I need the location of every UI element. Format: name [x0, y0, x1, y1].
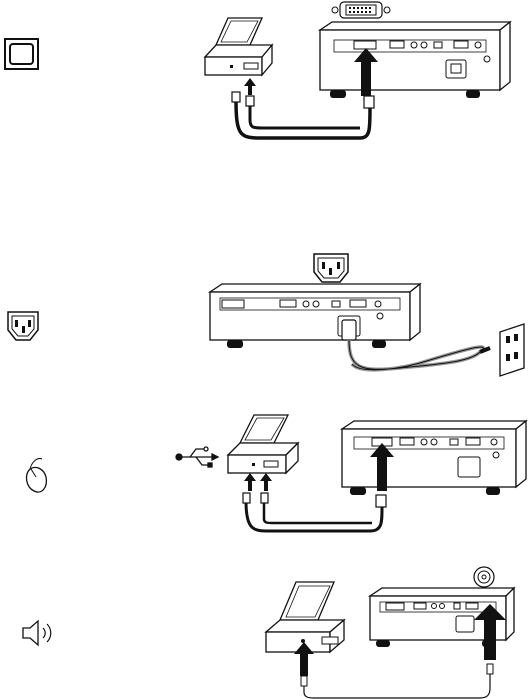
laptop-illustration — [228, 415, 298, 473]
usb-cable — [243, 493, 386, 531]
usb-connection-illustration — [0, 415, 530, 545]
audio-connection-illustration — [0, 560, 530, 699]
video-connection-illustration — [0, 0, 530, 170]
projector-illustration — [320, 22, 510, 98]
up-arrow-icon — [244, 78, 256, 95]
dvi-connector-icon — [332, 2, 390, 18]
audio-jack-icon — [474, 567, 494, 587]
usb-wiring-diagram — [0, 415, 530, 545]
projector-illustration — [342, 421, 526, 495]
video-wiring-diagram — [0, 0, 530, 170]
projector-illustration — [210, 284, 420, 348]
audio-cable — [301, 664, 493, 698]
laptop-illustration — [266, 582, 344, 652]
power-connection-illustration — [0, 250, 530, 400]
usb-symbol-icon — [176, 447, 218, 467]
dvi-cable — [232, 92, 374, 138]
audio-wiring-diagram — [0, 560, 530, 699]
up-arrow-icon — [244, 473, 256, 491]
wall-outlet — [500, 324, 524, 376]
laptop-illustration — [205, 18, 272, 75]
power-inlet-icon — [314, 254, 348, 282]
up-arrow-icon — [260, 473, 272, 491]
power-wiring-diagram — [0, 250, 530, 400]
